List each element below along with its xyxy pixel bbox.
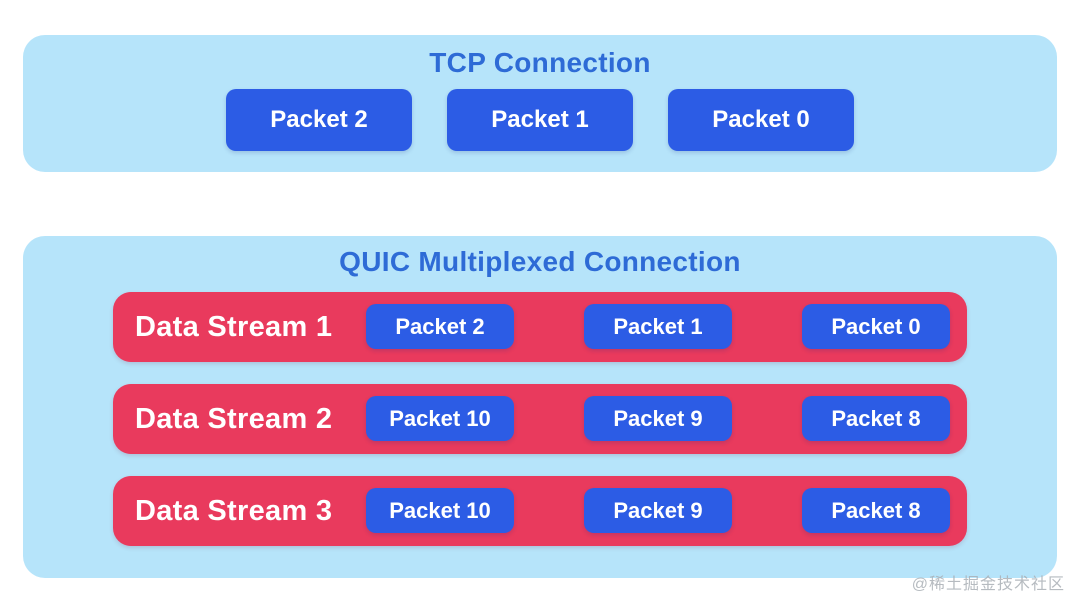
packet-box: Packet 1 — [584, 304, 732, 350]
data-stream-label: Data Stream 2 — [135, 402, 333, 435]
data-stream-row: Data Stream 1 Packet 2 Packet 1 Packet 0 — [113, 292, 967, 363]
tcp-connection-panel: TCP Connection Packet 2 Packet 1 Packet … — [23, 35, 1057, 172]
data-stream-row: Data Stream 2 Packet 10 Packet 9 Packet … — [113, 384, 967, 455]
packet-box: Packet 10 — [366, 488, 514, 534]
tcp-connection-title: TCP Connection — [429, 47, 651, 78]
packet-box: Packet 10 — [366, 396, 514, 442]
stream-packet-group: Packet 2 Packet 1 Packet 0 — [366, 304, 950, 350]
packet-box: Packet 1 — [447, 89, 633, 152]
data-stream-row: Data Stream 3 Packet 10 Packet 9 Packet … — [113, 476, 967, 547]
stream-packet-group: Packet 10 Packet 9 Packet 8 — [366, 488, 950, 534]
tcp-packet-row: Packet 2 Packet 1 Packet 0 — [23, 89, 1057, 152]
stream-packet-group: Packet 10 Packet 9 Packet 8 — [366, 396, 950, 442]
quic-connection-title: QUIC Multiplexed Connection — [339, 246, 741, 277]
data-stream-label: Data Stream 3 — [135, 494, 333, 527]
data-streams: Data Stream 1 Packet 2 Packet 1 Packet 0… — [23, 292, 1057, 547]
quic-connection-panel: QUIC Multiplexed Connection Data Stream … — [23, 236, 1057, 578]
data-stream-label: Data Stream 1 — [135, 310, 333, 343]
packet-box: Packet 2 — [226, 89, 412, 152]
watermark: @稀土掘金技术社区 — [911, 576, 1065, 593]
packet-box: Packet 8 — [802, 396, 950, 442]
packet-box: Packet 0 — [802, 304, 950, 350]
packet-box: Packet 8 — [802, 488, 950, 534]
packet-box: Packet 0 — [668, 89, 854, 152]
packet-box: Packet 2 — [366, 304, 514, 350]
packet-box: Packet 9 — [584, 488, 732, 534]
packet-box: Packet 9 — [584, 396, 732, 442]
